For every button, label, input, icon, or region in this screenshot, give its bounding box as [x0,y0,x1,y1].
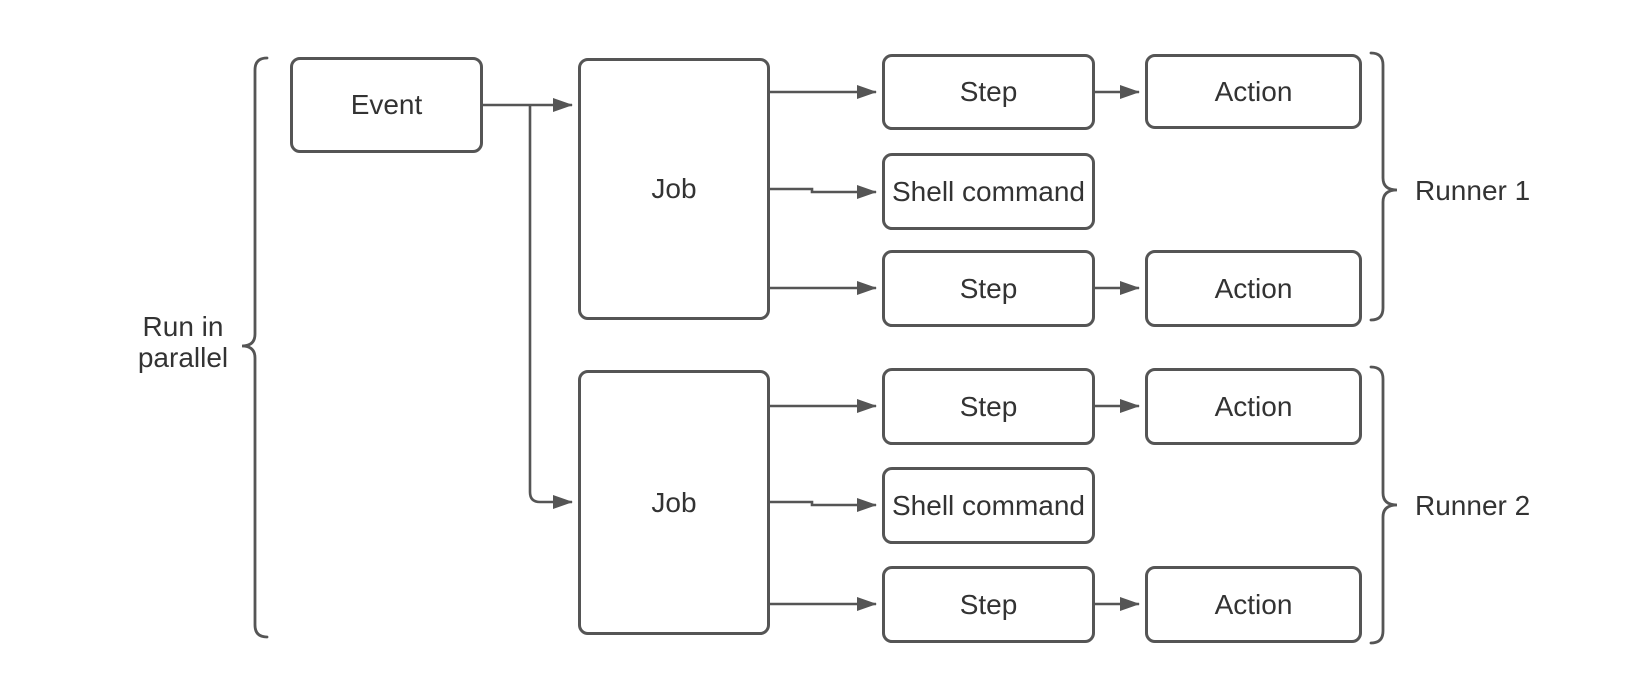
node-shell-command-2-label: Shell command [892,489,1085,521]
node-job-2-label: Job [651,486,697,518]
node-shell-command-1: Shell command [882,153,1095,230]
node-action-1-label: Action [1214,75,1293,107]
node-action-2: Action [1145,250,1362,327]
brace-runner-2 [1369,365,1398,645]
node-shell-command-2: Shell command [882,467,1095,544]
label-run-in-parallel-line2: parallel [137,342,229,373]
label-runner-1: Runner 1 [1415,175,1531,206]
node-action-4-label: Action [1214,588,1293,620]
node-action-3-label: Action [1214,390,1293,422]
connector-job1-to-shell1 [770,185,877,199]
label-runner-2: Runner 2 [1415,490,1531,521]
node-step-1-label: Step [959,76,1018,107]
node-step-4-label: Step [959,588,1018,620]
brace-runner-1 [1369,51,1398,322]
node-job-1: Job [578,58,770,320]
label-run-in-parallel: Run in parallel [128,311,238,373]
label-run-in-parallel-line1: Run in [142,311,224,342]
node-event-label: Event [350,89,423,120]
node-event: Event [290,57,483,153]
node-job-1-label: Job [651,173,697,204]
node-step-3-label: Step [959,390,1018,422]
connector-event-to-job2 [528,105,573,509]
brace-run-in-parallel [241,56,269,639]
node-step-2-label: Step [959,272,1018,304]
node-job-2: Job [578,370,770,635]
node-action-3: Action [1145,368,1362,445]
node-shell-command-1-label: Shell command [892,175,1085,207]
node-action-4: Action [1145,566,1362,643]
node-step-3: Step [882,368,1095,445]
node-step-2: Step [882,250,1095,327]
node-action-2-label: Action [1214,272,1293,304]
node-step-4: Step [882,566,1095,643]
node-step-1: Step [882,54,1095,130]
connector-job2-to-shell2 [770,498,877,512]
node-action-1: Action [1145,54,1362,129]
